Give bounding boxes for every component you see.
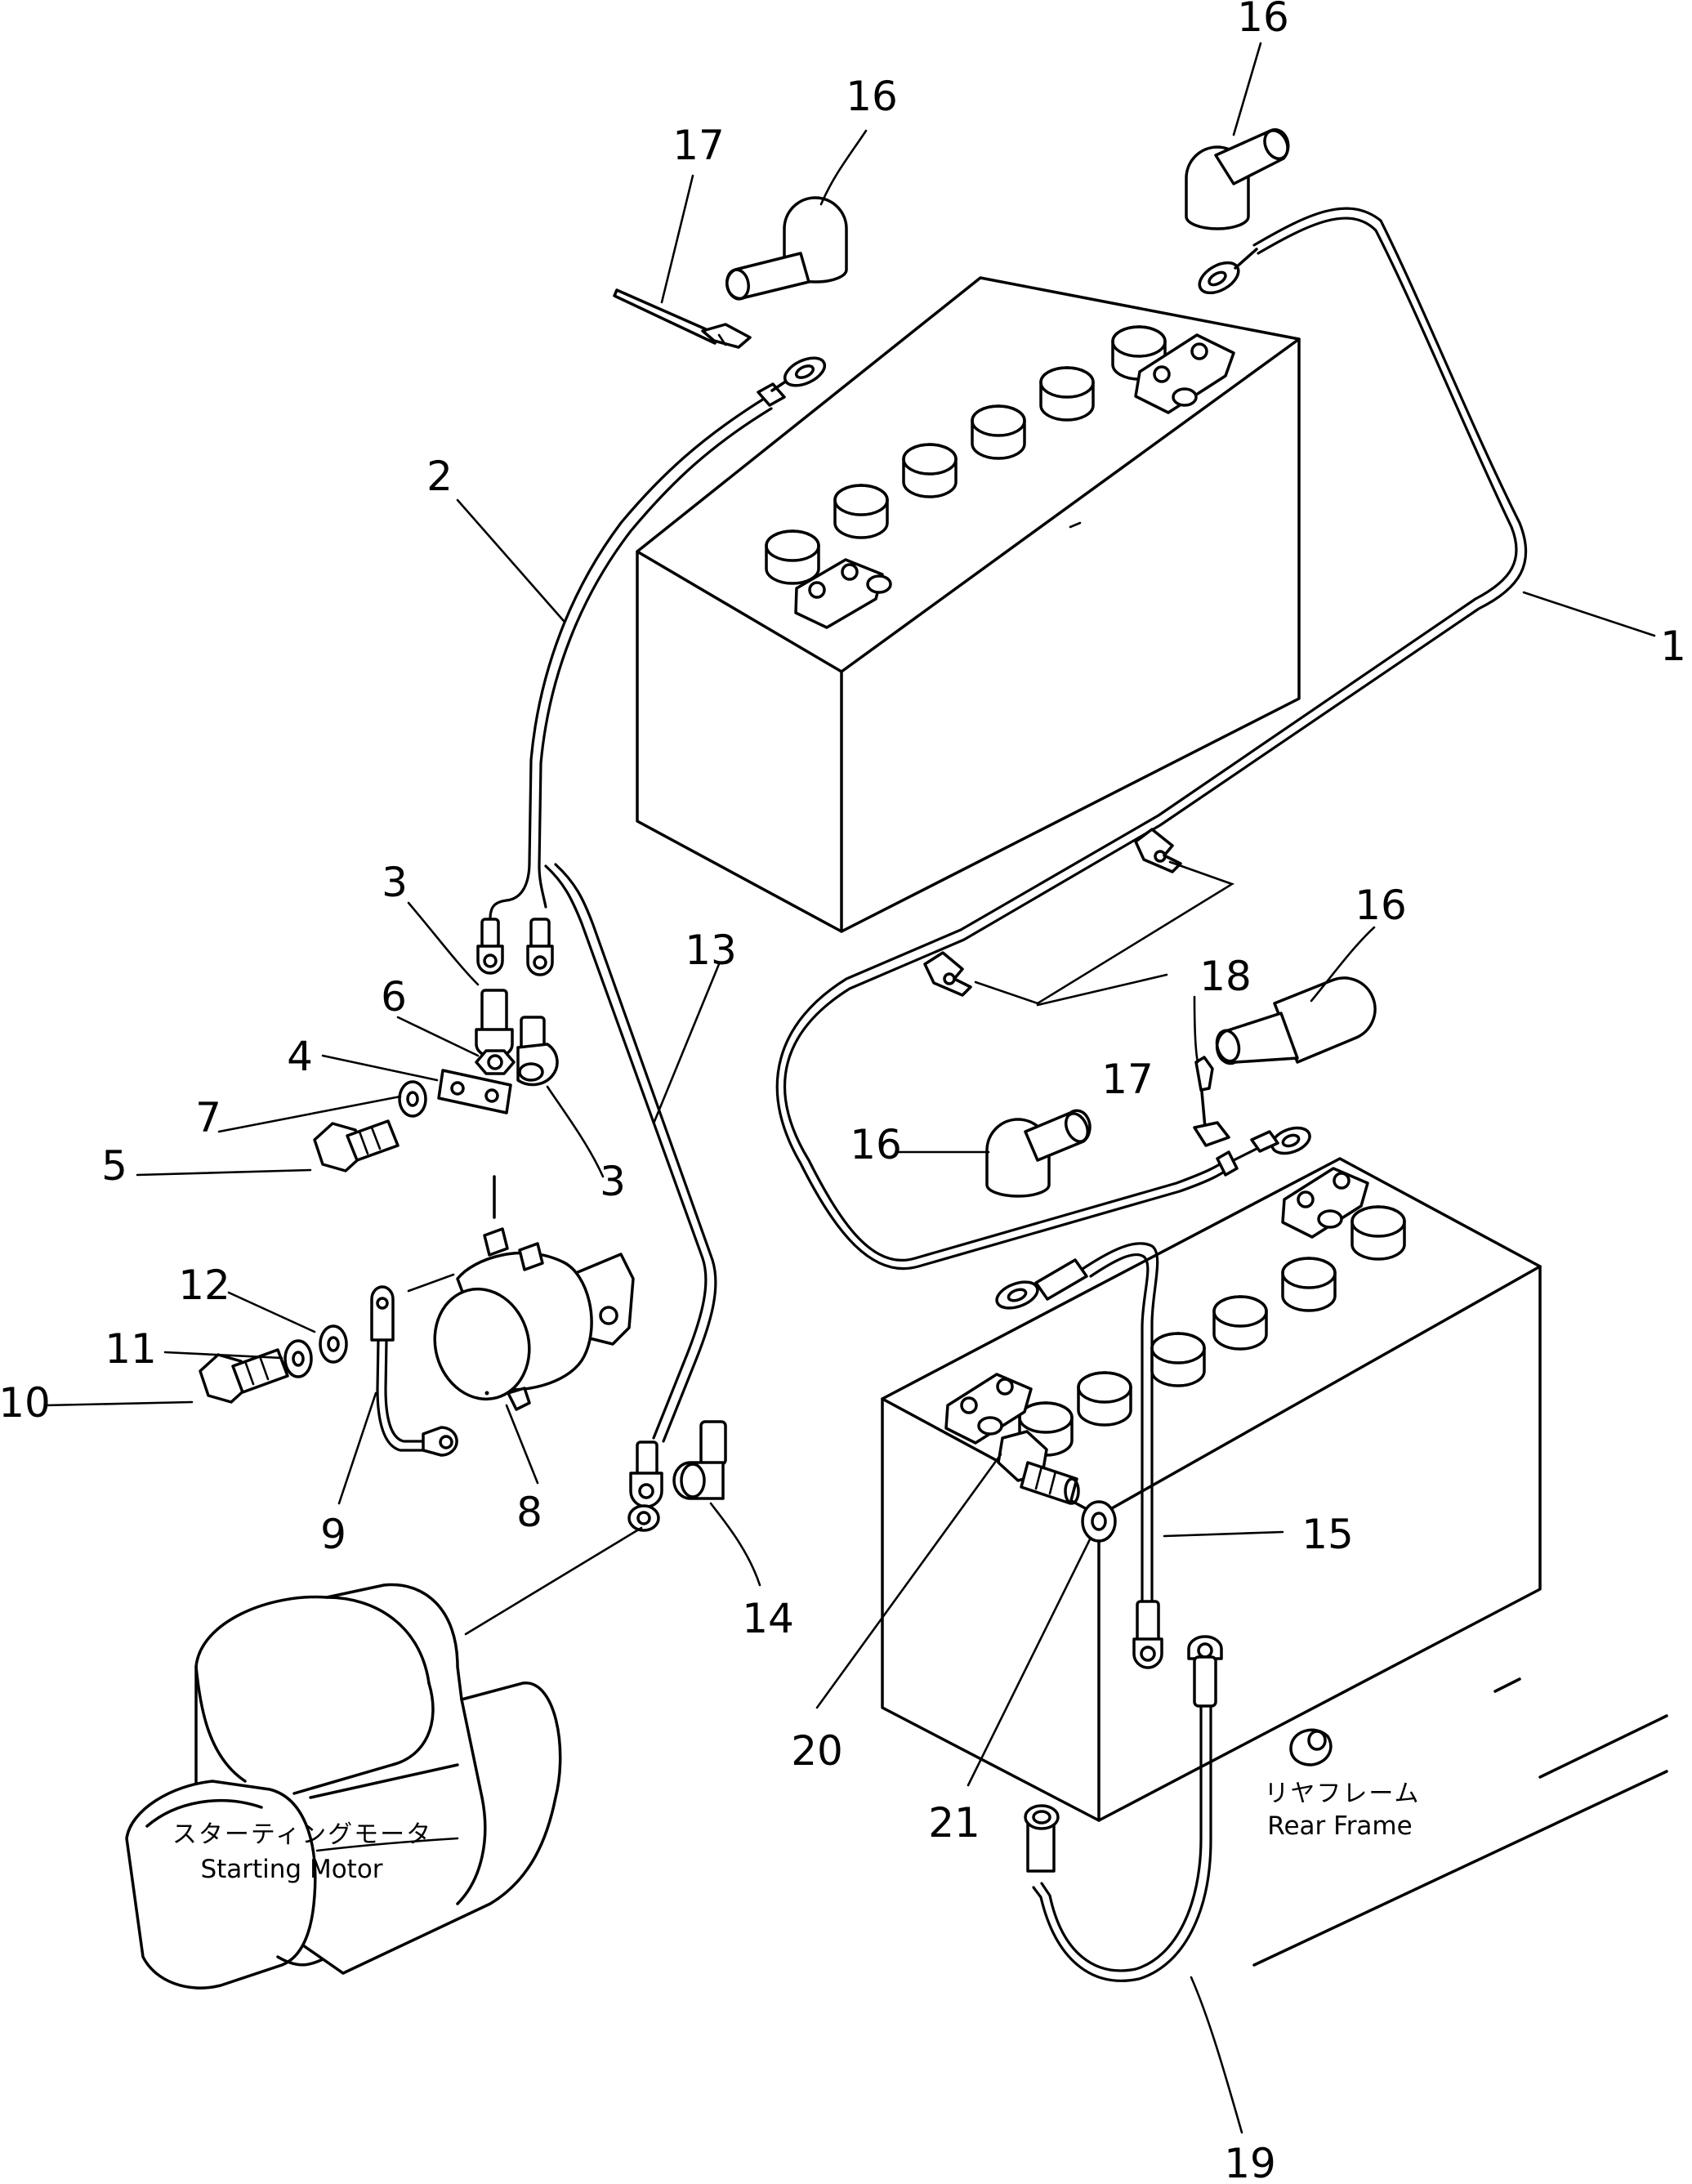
nut-6 [475, 1049, 516, 1075]
starting-motor [125, 1583, 562, 1990]
label-part-2: 2 [426, 453, 453, 500]
label-part-17b: 17 [1101, 1056, 1154, 1103]
bolt-20 [997, 1430, 1080, 1505]
caption-rear-frame-en: Rear Frame [1267, 1811, 1412, 1841]
lower-battery-terminal-b [1281, 1167, 1369, 1239]
cable-9 [370, 1285, 458, 1457]
cable-clip-upper [1134, 828, 1182, 873]
label-part-7: 7 [195, 1094, 221, 1141]
washer-12 [319, 1324, 348, 1364]
label-part-1: 1 [1660, 623, 1686, 670]
clip-bracket [974, 860, 1234, 1005]
cable-13 [544, 863, 717, 1532]
bolt-10 [199, 1348, 289, 1404]
label-part-18: 18 [1199, 953, 1252, 1000]
cap-14 [672, 1420, 727, 1500]
label-part-16a: 16 [1237, 0, 1289, 41]
cable-1 [775, 207, 1528, 1271]
label-part-17a: 17 [672, 122, 725, 169]
label-part-3a: 3 [382, 859, 408, 906]
label-part-8: 8 [516, 1489, 542, 1536]
upper-battery [636, 276, 1301, 933]
lower-battery-caps [1018, 1205, 1406, 1457]
captions: スターティングモータ Starting Motor リヤフレーム Rear Fr… [172, 1780, 1420, 1884]
washer-11 [283, 1339, 313, 1378]
terminal-cap-top-left [725, 196, 848, 301]
label-part-20: 20 [791, 1727, 843, 1775]
leader-lines [43, 42, 1656, 2134]
label-part-11: 11 [105, 1325, 157, 1373]
upper-battery-caps [765, 325, 1167, 585]
label-part-19: 19 [1224, 2140, 1276, 2184]
washer-7 [398, 1080, 427, 1118]
label-part-16c: 16 [1355, 882, 1407, 929]
label-part-3b: 3 [600, 1158, 626, 1205]
plate-4 [437, 1069, 512, 1114]
label-part-16b: 16 [846, 73, 898, 120]
cable-19 [1024, 1635, 1223, 1982]
lower-battery-terminal-a [944, 1373, 1033, 1445]
cap-3-left [475, 989, 514, 1059]
label-part-16d: 16 [850, 1121, 902, 1168]
caption-starting-motor-ja: スターティングモータ [172, 1820, 432, 1849]
cap-3-right [516, 1016, 559, 1087]
label-part-12: 12 [178, 1262, 230, 1309]
label-part-14: 14 [742, 1595, 794, 1642]
label-part-4: 4 [287, 1033, 313, 1080]
terminal-cap-top-right [1185, 127, 1290, 230]
label-part-15: 15 [1301, 1511, 1354, 1558]
upper-battery-terminal-positive [1134, 333, 1235, 414]
cable-junction [1216, 1126, 1311, 1177]
caption-rear-frame-ja: リヤフレーム [1264, 1780, 1420, 1808]
cable-15 [995, 1242, 1163, 1669]
label-part-9: 9 [320, 1511, 346, 1558]
label-part-5: 5 [101, 1142, 127, 1190]
label-part-21: 21 [928, 1799, 980, 1847]
label-part-6: 6 [381, 973, 407, 1021]
upper-battery-terminal-negative [794, 558, 892, 629]
rear-frame-nut [1289, 1728, 1333, 1766]
washer-21 [1081, 1500, 1117, 1543]
cable-clip-lower [923, 951, 972, 997]
caption-starting-motor-en: Starting Motor [200, 1855, 382, 1884]
label-part-10: 10 [0, 1379, 51, 1427]
bolt-5 [313, 1119, 400, 1172]
terminal-cap-mid-left [985, 1109, 1092, 1198]
battery-relay-8 [407, 1227, 635, 1411]
cable-tie-top [613, 288, 752, 349]
terminal-cap-mid-right [1215, 976, 1377, 1065]
lower-battery [881, 1157, 1542, 1822]
cable-tie-mid [1193, 1056, 1230, 1147]
cable-2 [476, 356, 827, 976]
label-part-13: 13 [685, 927, 737, 974]
rear-frame-outline [1252, 1677, 1668, 1967]
